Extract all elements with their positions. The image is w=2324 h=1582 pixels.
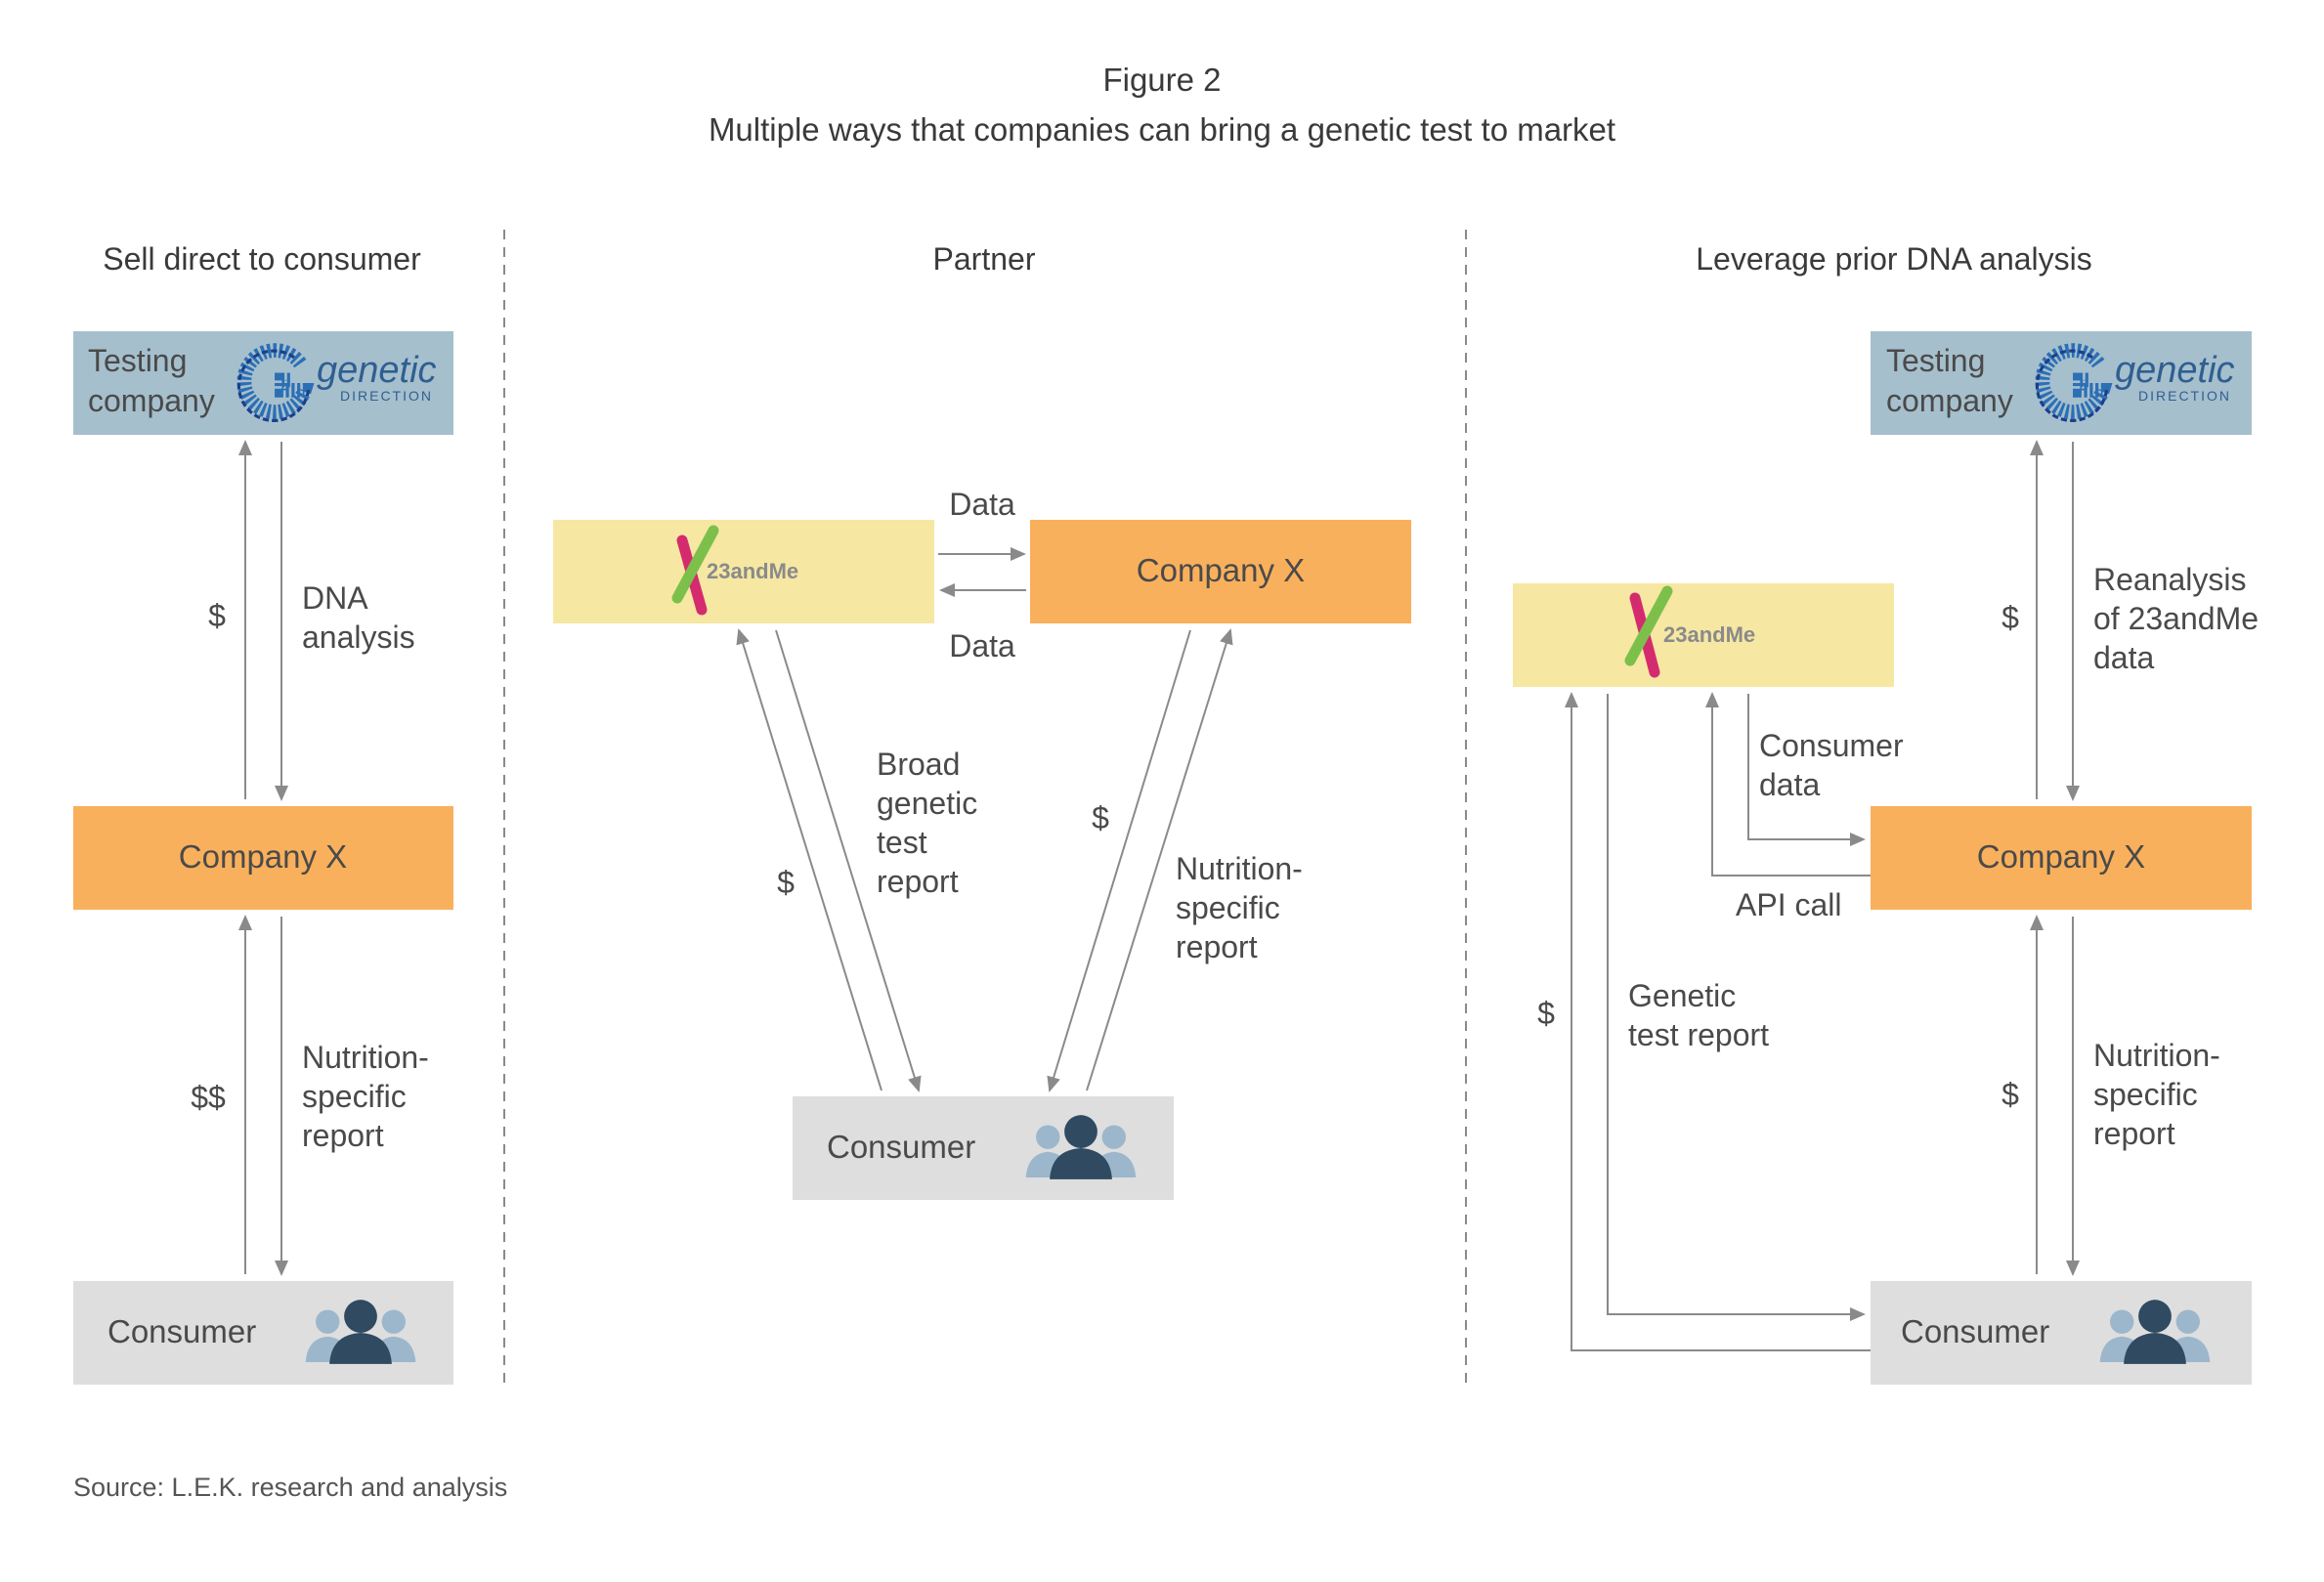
panel-heading-direct: Sell direct to consumer bbox=[103, 241, 421, 277]
consumer-box: Consumer bbox=[1871, 1281, 2252, 1385]
arrow-consumer-data-to-company bbox=[1747, 694, 1866, 846]
twentythree-logo: 23andMe bbox=[671, 525, 798, 616]
arrow-money-to-23andme bbox=[736, 628, 882, 1091]
panel-leverage: Testing company genetic DIRECTION 23andMe… bbox=[1513, 331, 2259, 1385]
panel-heading-partner: Partner bbox=[933, 241, 1036, 277]
label-dollar-bottom: $$ bbox=[191, 1080, 226, 1115]
testing-label-line1: Testing bbox=[88, 343, 187, 378]
testing-company-box: Testing company genetic DIRECTION bbox=[1871, 331, 2252, 435]
panel-direct: Testing company genetic DIRECTION Company… bbox=[73, 331, 453, 1385]
label-dna-line2: analysis bbox=[302, 620, 415, 655]
source-note: Source: L.E.K. research and analysis bbox=[73, 1473, 507, 1502]
label-api-call: API call bbox=[1736, 887, 1841, 922]
label-broad-line4: report bbox=[877, 864, 959, 899]
label-consumer-data-line1: Consumer bbox=[1759, 728, 1904, 763]
label-nutrition-line2: specific bbox=[302, 1079, 407, 1114]
arrow-money-to-23andme bbox=[1565, 692, 1871, 1351]
arrow-report-to-consumer bbox=[1047, 629, 1191, 1092]
testing-label-line2: company bbox=[88, 383, 215, 418]
label-dollar-bottom: $ bbox=[2001, 1077, 2019, 1112]
label-nutrition-line2: specific bbox=[1176, 890, 1280, 925]
company-x-box: Company X bbox=[73, 806, 453, 910]
panel-partner: 23andMe Company X Consumer Data Data $ B… bbox=[553, 487, 1411, 1200]
logo-word: 23andMe bbox=[707, 559, 798, 583]
company-x-label: Company X bbox=[179, 838, 347, 875]
label-nutrition-line3: report bbox=[302, 1118, 384, 1153]
twentythree-box: 23andMe bbox=[1513, 583, 1894, 687]
arrow-money-to-company bbox=[1086, 628, 1233, 1091]
label-dna-line1: DNA bbox=[302, 580, 368, 616]
arrow-genetic-report-to-consumer bbox=[1607, 694, 1866, 1321]
testing-label-line1: Testing bbox=[1886, 343, 1985, 378]
label-nutrition-line1: Nutrition- bbox=[2093, 1038, 2220, 1073]
consumer-box: Consumer bbox=[73, 1281, 453, 1385]
label-dollar-top: $ bbox=[2001, 600, 2019, 635]
arrow-broad-report-to-consumer bbox=[775, 629, 922, 1092]
label-data-bottom: Data bbox=[949, 628, 1015, 663]
label-genetic-line1: Genetic bbox=[1628, 978, 1736, 1013]
consumer-label: Consumer bbox=[108, 1313, 256, 1349]
label-nutrition-line1: Nutrition- bbox=[302, 1040, 429, 1075]
label-broad-line1: Broad bbox=[877, 747, 960, 782]
logo-word: 23andMe bbox=[1663, 622, 1755, 647]
genetic-direction-logo: genetic DIRECTION bbox=[2037, 350, 2235, 420]
label-broad-line2: genetic bbox=[877, 786, 977, 821]
twentythree-logo: 23andMe bbox=[1624, 585, 1755, 678]
consumer-box: Consumer bbox=[793, 1096, 1174, 1200]
logo-sub: DIRECTION bbox=[2138, 388, 2231, 404]
testing-label-line2: company bbox=[1886, 383, 2013, 418]
label-nutrition-line3: report bbox=[2093, 1116, 2175, 1151]
label-nutrition-line2: specific bbox=[2093, 1077, 2198, 1112]
arrow-api-call-to-23andme bbox=[1705, 692, 1871, 877]
label-nutrition-line3: report bbox=[1176, 929, 1258, 964]
panel-heading-leverage: Leverage prior DNA analysis bbox=[1696, 241, 2092, 277]
genetic-direction-logo: genetic DIRECTION bbox=[238, 350, 437, 420]
company-x-box: Company X bbox=[1030, 520, 1411, 623]
label-reanalysis-line1: Reanalysis bbox=[2093, 562, 2247, 597]
logo-word: genetic bbox=[317, 350, 437, 391]
label-reanalysis-line2: of 23andMe bbox=[2093, 601, 2259, 636]
label-genetic-line2: test report bbox=[1628, 1017, 1769, 1052]
testing-company-box: Testing company genetic DIRECTION bbox=[73, 331, 453, 435]
logo-word: genetic bbox=[2115, 350, 2235, 391]
label-consumer-data-line2: data bbox=[1759, 767, 1820, 802]
label-dollar-far-left: $ bbox=[1537, 996, 1555, 1031]
company-x-label: Company X bbox=[1137, 552, 1305, 588]
twentythree-box: 23andMe bbox=[553, 520, 934, 623]
label-nutrition-line1: Nutrition- bbox=[1176, 851, 1303, 886]
label-broad-line3: test bbox=[877, 825, 927, 860]
label-dollar-right: $ bbox=[1092, 800, 1109, 835]
figure-number: Figure 2 bbox=[1102, 62, 1221, 98]
logo-sub: DIRECTION bbox=[340, 388, 433, 404]
consumer-label: Consumer bbox=[1901, 1313, 2049, 1349]
label-dollar-left: $ bbox=[777, 865, 795, 900]
label-data-top: Data bbox=[949, 487, 1015, 522]
company-x-box: Company X bbox=[1871, 806, 2252, 910]
label-reanalysis-line3: data bbox=[2093, 640, 2154, 675]
consumer-label: Consumer bbox=[827, 1129, 975, 1165]
company-x-label: Company X bbox=[1977, 838, 2145, 875]
label-dollar-top: $ bbox=[208, 598, 226, 633]
figure-title: Multiple ways that companies can bring a… bbox=[709, 111, 1615, 148]
